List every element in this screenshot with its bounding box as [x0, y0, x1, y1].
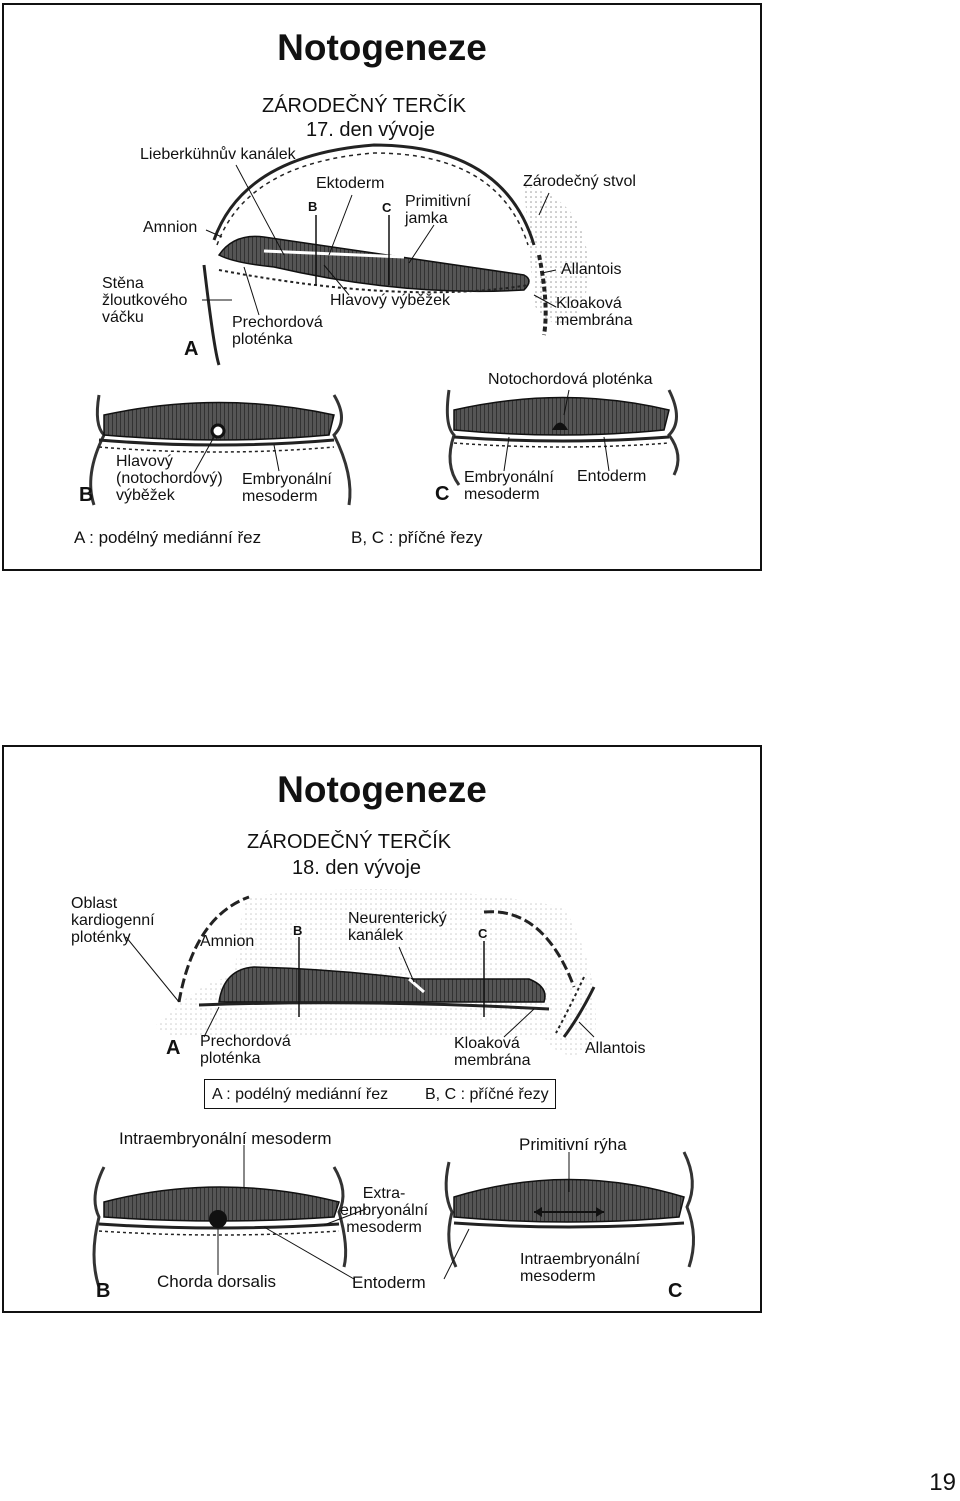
label-intraembryonalni-c: Intraembryonální mesoderm: [520, 1251, 641, 1285]
slide-title: Notogeneze: [277, 769, 487, 810]
caption-box: [204, 1079, 556, 1109]
label-hlavovy-noto: Hlavový (notochordový) výběžek: [116, 453, 223, 504]
label-prechordova: Prechordová ploténka: [232, 314, 323, 348]
diagram-heading: ZÁRODEČNÝ TERČÍK: [262, 95, 467, 117]
label-embryonalni-b: Embryonální mesoderm: [242, 471, 332, 505]
germ-disc-diagram-day17: [89, 143, 680, 506]
cross-section-b: [89, 394, 352, 506]
marker-b: B: [308, 199, 318, 214]
label-stena: Stěna žloutkového váčku: [102, 275, 188, 326]
label-ektoderm: Ektoderm: [316, 175, 385, 192]
longitudinal-section-a: [125, 889, 596, 1055]
panel-label-a: A: [166, 1037, 181, 1059]
label-lieberkuhn: Lieberkühnův kanálek: [140, 146, 296, 163]
label-kloakova: Kloaková membrána: [454, 1035, 531, 1069]
label-oblast: Oblast kardiogenní ploténky: [71, 895, 155, 946]
germ-disc-diagram-day18: [92, 889, 695, 1288]
panel-label-a: A: [184, 338, 199, 360]
caption-right: B, C : příčné řezy: [351, 528, 483, 547]
longitudinal-section-a: [202, 143, 588, 366]
caption-left: A : podélný mediánní řez: [74, 528, 262, 547]
label-embryonalni-c: Embryonální mesoderm: [464, 469, 554, 503]
cross-section-c: [443, 1151, 695, 1280]
label-kloakova: Kloaková membrána: [556, 295, 633, 329]
label-intraembryonalni-top: Intraembryonální mesoderm: [119, 1129, 332, 1148]
slide-title: Notogeneze: [277, 27, 487, 68]
label-amnion: Amnion: [200, 933, 255, 950]
label-allantois: Allantois: [561, 261, 622, 278]
label-primitivni-ryha: Primitivní rýha: [519, 1135, 627, 1154]
label-amnion: Amnion: [143, 219, 198, 236]
label-chorda: Chorda dorsalis: [157, 1272, 277, 1291]
label-entoderm: Entoderm: [352, 1273, 426, 1292]
label-neurentericky: Neurenterický kanálek: [348, 910, 447, 944]
diagram-heading: ZÁRODEČNÝ TERČÍK: [247, 831, 452, 853]
marker-c: C: [478, 926, 488, 941]
slide-2: Notogeneze: [2, 745, 762, 1313]
diagram-subheading: 17. den vývoje: [306, 119, 435, 141]
label-hlavovy-vybezek: Hlavový výběžek: [330, 292, 451, 309]
label-entoderm: Entoderm: [577, 468, 647, 485]
caption-left: A : podélný mediánní řez: [212, 1086, 389, 1103]
label-extraembryonalni: Extra- embryonální mesoderm: [340, 1185, 429, 1236]
marker-b: B: [293, 923, 303, 938]
panel-label-c: C: [668, 1280, 683, 1302]
marker-c: C: [382, 200, 392, 215]
page-number: 19: [929, 1469, 956, 1496]
cross-section-c: [445, 389, 680, 486]
cross-section-b: [92, 1145, 367, 1288]
slide-1: Notogeneze: [2, 3, 762, 571]
caption-right: B, C : příčné řezy: [425, 1086, 549, 1103]
label-zarodecny-stvol: Zárodečný stvol: [523, 173, 636, 190]
label-primitivni-jamka: Primitivní jamka: [405, 193, 471, 227]
panel-label-c: C: [435, 483, 450, 505]
panel-label-b: B: [79, 484, 94, 506]
panel-label-b: B: [96, 1280, 111, 1302]
label-notochordova: Notochordová ploténka: [488, 371, 653, 388]
label-allantois: Allantois: [585, 1040, 646, 1057]
label-prechordova: Prechordová ploténka: [200, 1033, 291, 1067]
diagram-subheading: 18. den vývoje: [292, 857, 421, 879]
